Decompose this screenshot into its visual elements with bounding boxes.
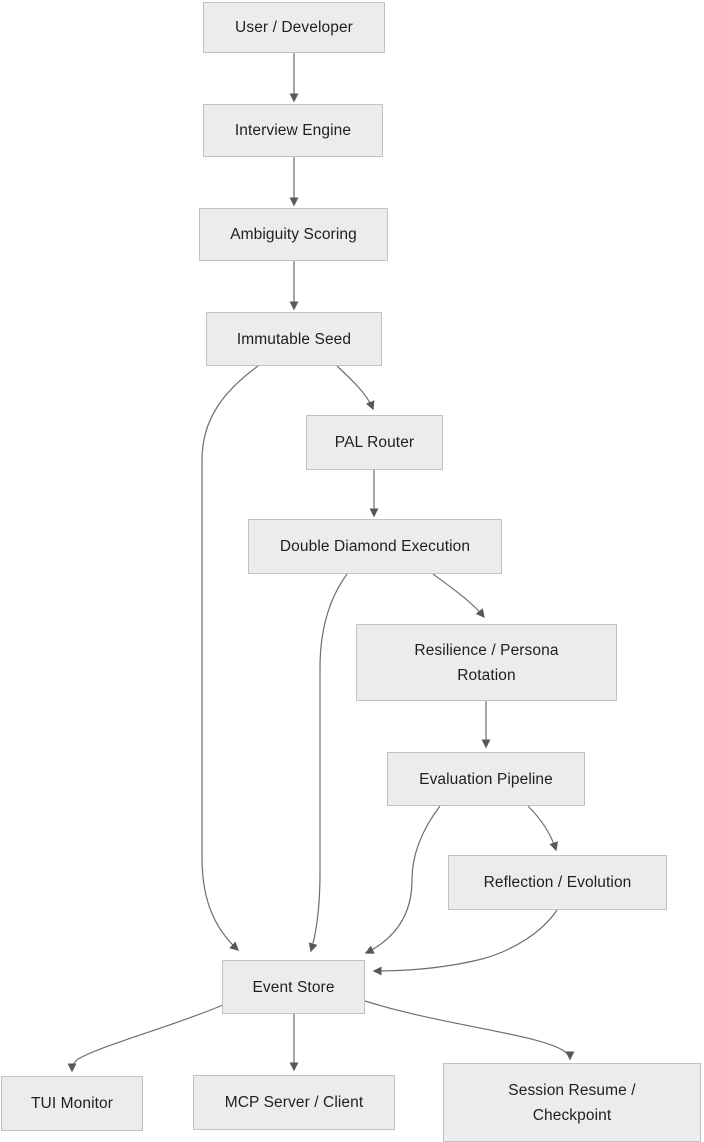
node-label: Double Diamond Execution — [279, 538, 471, 555]
node-label: TUI Monitor — [30, 1095, 114, 1112]
node-label: Rotation — [457, 666, 516, 684]
node-label: Resilience / Persona — [414, 641, 559, 659]
node-reflection-evolution: Reflection / Evolution — [448, 855, 667, 910]
edge-eventstore-to-session — [364, 1000, 575, 1061]
node-event-store: Event Store — [222, 960, 365, 1014]
edge-seed-to-pal — [336, 365, 375, 411]
edge-eventstore-to-tui — [67, 1004, 224, 1073]
node-pal-router: PAL Router — [306, 415, 443, 470]
node-label: PAL Router — [334, 434, 415, 451]
edge-evaluation-to-eventstore — [364, 805, 441, 954]
node-label: Event Store — [252, 978, 335, 996]
node-label: Interview Engine — [234, 122, 352, 139]
edge-evaluation-to-reflection — [527, 805, 559, 852]
node-double-diamond-execution: Double Diamond Execution — [248, 519, 502, 574]
node-immutable-seed: Immutable Seed — [206, 312, 382, 366]
node-label: Immutable Seed — [236, 330, 352, 348]
node-user-developer: User / Developer — [203, 2, 385, 53]
node-label: Session Resume / — [508, 1081, 636, 1099]
node-label: Checkpoint — [532, 1106, 612, 1124]
node-interview-engine: Interview Engine — [203, 104, 383, 157]
node-session-resume-checkpoint: Session Resume / Checkpoint — [443, 1063, 701, 1142]
node-label: Evaluation Pipeline — [419, 770, 553, 788]
node-tui-monitor: TUI Monitor — [1, 1076, 143, 1131]
edge-doublediamond-to-eventstore — [308, 573, 348, 953]
node-label: Ambiguity Scoring — [230, 226, 357, 243]
edge-doublediamond-to-resilience — [432, 573, 485, 619]
node-label: MCP Server / Client — [224, 1094, 364, 1111]
node-label: User / Developer — [235, 19, 353, 36]
edge-reflection-to-eventstore — [372, 909, 558, 976]
node-ambiguity-scoring: Ambiguity Scoring — [199, 208, 388, 261]
node-evaluation-pipeline: Evaluation Pipeline — [387, 752, 585, 806]
edge-seed-to-eventstore — [201, 365, 259, 951]
node-mcp-server-client: MCP Server / Client — [193, 1075, 395, 1130]
node-label: Reflection / Evolution — [483, 874, 632, 891]
